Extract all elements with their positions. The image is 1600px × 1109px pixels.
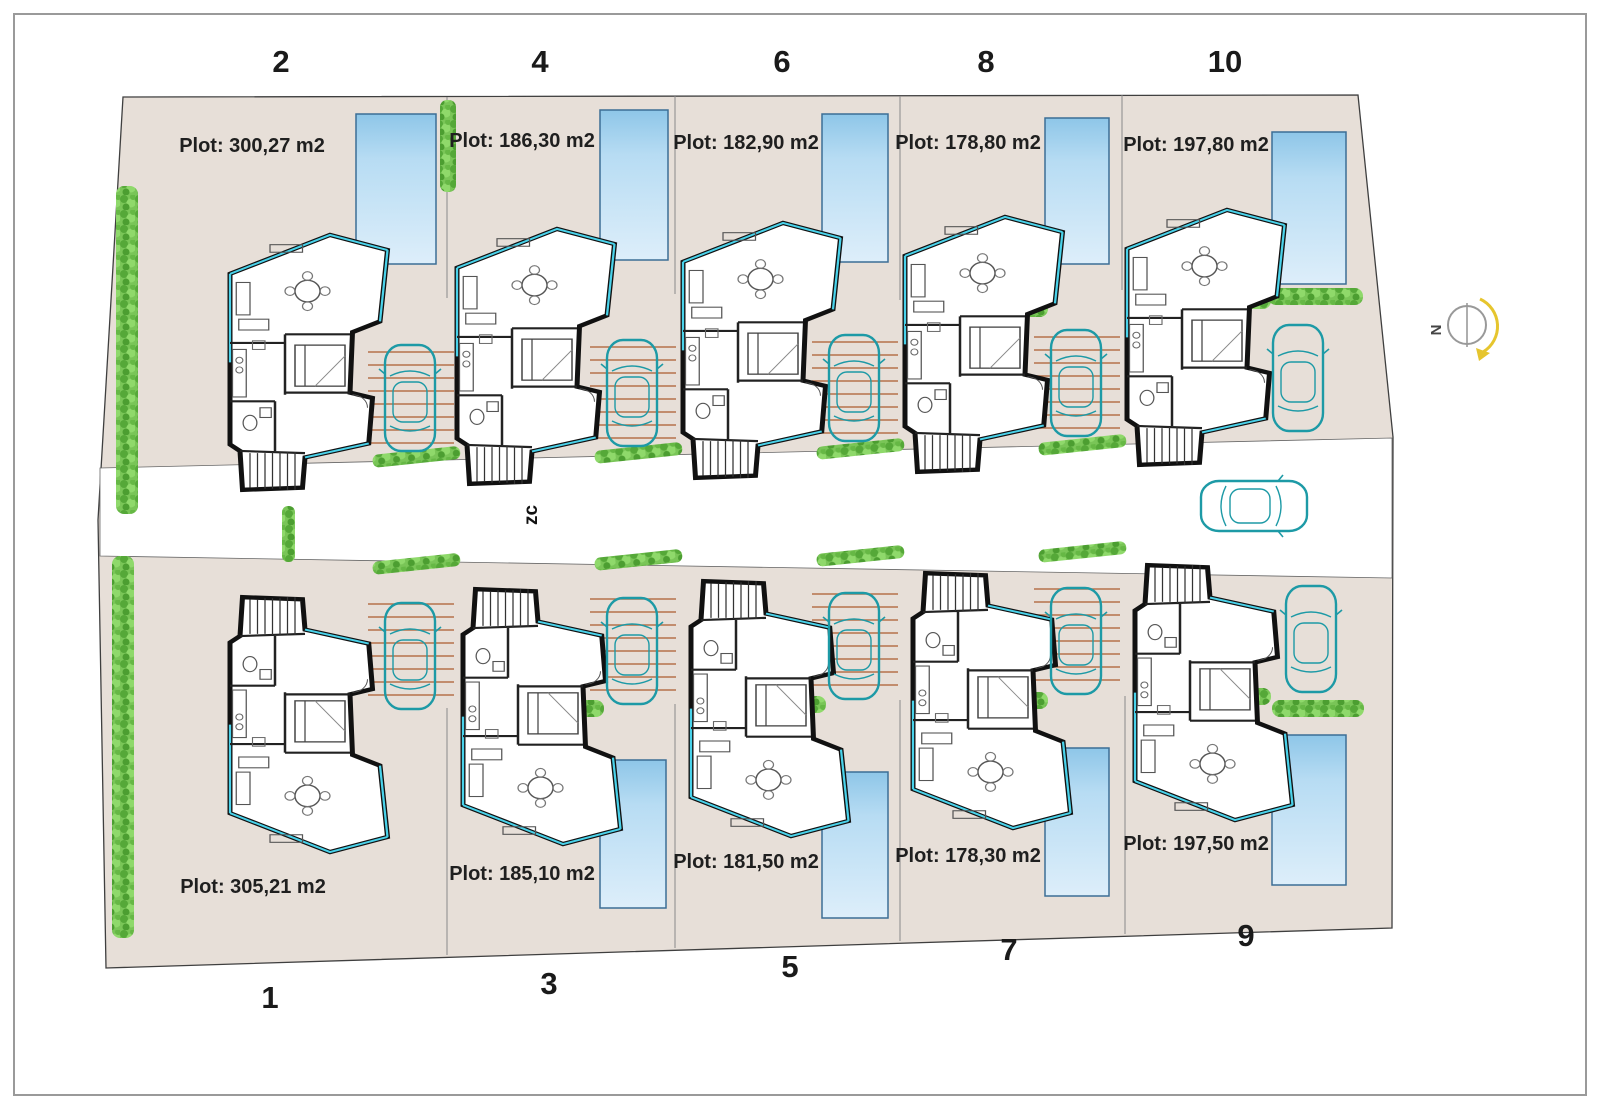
plot-4-number: 4 bbox=[531, 44, 549, 79]
plot-4-area-label: Plot: 186,30 m2 bbox=[449, 130, 595, 152]
plot-2-number: 2 bbox=[272, 44, 289, 79]
north-compass: N bbox=[1428, 297, 1500, 361]
plot-6-number: 6 bbox=[773, 44, 790, 79]
plot-1-area-label: Plot: 305,21 m2 bbox=[180, 876, 326, 898]
hedge bbox=[816, 438, 905, 460]
hedge bbox=[372, 446, 461, 468]
plot-8-number: 8 bbox=[977, 44, 994, 79]
hedge bbox=[594, 549, 683, 571]
compass-north-label: N bbox=[1428, 325, 1445, 336]
plot-7-area-label: Plot: 178,30 m2 bbox=[895, 845, 1041, 867]
hedge bbox=[594, 442, 683, 464]
plot-10-area-label: Plot: 197,80 m2 bbox=[1123, 134, 1269, 156]
hedge bbox=[372, 553, 461, 575]
hedge bbox=[112, 556, 134, 938]
plot-6-area-label: Plot: 182,90 m2 bbox=[673, 132, 819, 154]
hedge bbox=[116, 186, 138, 514]
hedge bbox=[1038, 541, 1127, 563]
hedge bbox=[282, 506, 295, 562]
plot-2-area-label: Plot: 300,27 m2 bbox=[179, 135, 325, 157]
plot-boundary-lines bbox=[446, 95, 1126, 955]
hedge bbox=[816, 545, 905, 567]
plot-5-number: 5 bbox=[781, 949, 798, 984]
hedge bbox=[1268, 288, 1363, 305]
plot-9-area-label: Plot: 197,50 m2 bbox=[1123, 833, 1269, 855]
plot-8-area-label: Plot: 178,80 m2 bbox=[895, 132, 1041, 154]
road-label: zc bbox=[521, 505, 542, 526]
hedge bbox=[1272, 700, 1364, 717]
pool-plot-10 bbox=[1271, 131, 1347, 285]
page-border bbox=[13, 13, 1587, 1096]
plot-9-number: 9 bbox=[1237, 918, 1254, 953]
plot-5-area-label: Plot: 181,50 m2 bbox=[673, 851, 819, 873]
compass-arrow-icon bbox=[1479, 297, 1500, 354]
hedge bbox=[1038, 434, 1127, 456]
pool-plot-4 bbox=[599, 109, 669, 261]
pool-plot-2 bbox=[355, 113, 437, 265]
plot-3-area-label: Plot: 185,10 m2 bbox=[449, 863, 595, 885]
plot-7-number: 7 bbox=[1000, 932, 1017, 967]
plot-10-number: 10 bbox=[1208, 44, 1242, 79]
plot-1-number: 1 bbox=[261, 980, 278, 1015]
hedge bbox=[440, 100, 456, 192]
pools bbox=[355, 109, 1347, 919]
plot-3-number: 3 bbox=[540, 966, 557, 1001]
compass-arrowhead-icon bbox=[1476, 348, 1490, 361]
